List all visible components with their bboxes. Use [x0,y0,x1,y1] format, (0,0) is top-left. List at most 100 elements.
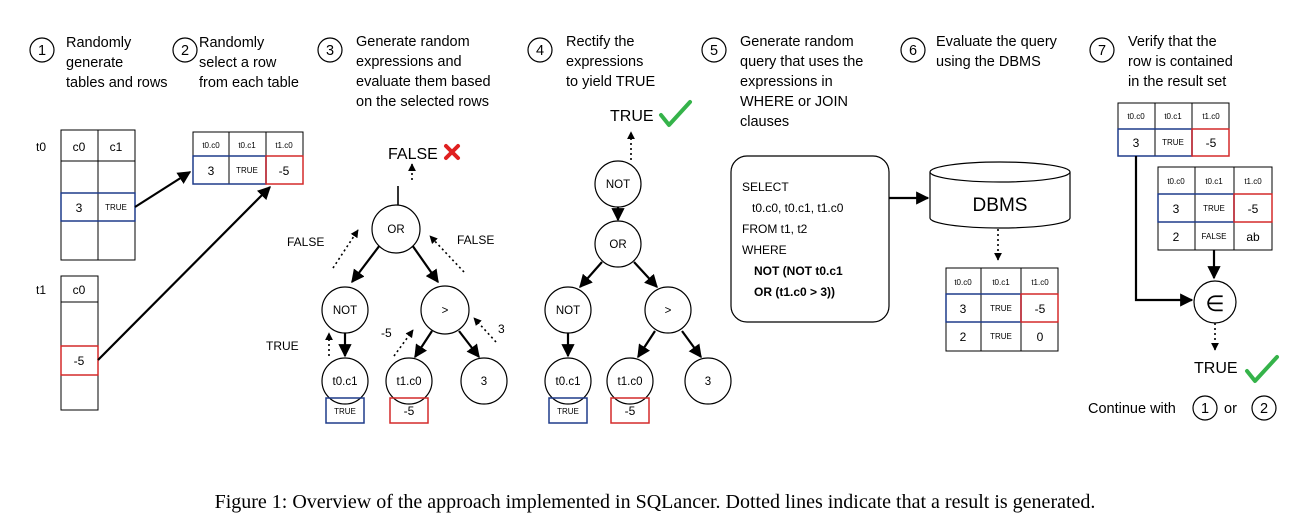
cross-icon [444,144,460,160]
step-5-line-4: WHERE or JOIN [740,94,848,110]
step-1-line-1: Randomly [66,35,132,51]
result-header-2: t1.c0 [1031,278,1049,287]
pivot-header-1: t0.c1 [1164,112,1182,121]
selected-row-table: t0.c0 t0.c1 t1.c0 3 TRUE -5 [192,131,304,185]
verify-row2-c2: ab [1246,230,1260,244]
step-6-line-1: Evaluate the query [936,34,1058,50]
tree4-root-result: TRUE [610,108,654,125]
arrow-t0-to-selected [134,171,192,208]
element-of-symbol: ∈ [1205,291,1224,316]
step-5-number-circle [701,37,727,63]
step-4: 4 Rectify the expressions to yield TRUE [527,34,656,90]
tree4-or-node: OR [609,239,626,251]
pivot-value-2: -5 [1206,136,1217,150]
table-t0: t0 c0 c1 3 TRUE [36,129,136,261]
tree4-gt-node: > [665,305,672,317]
query-condition-1: NOT (NOT t0.c1 [754,264,843,278]
table-t1: t1 c0 -5 [36,275,99,411]
dbms-cylinder: DBMS [929,161,1071,229]
tree3-right-value: 3 [498,322,505,336]
verify-result-label: TRUE [1194,360,1238,377]
element-of-node: ∈ [1193,280,1237,324]
step-3-line-1: Generate random [356,34,470,50]
step-3-number-circle [317,37,343,63]
step-3-line-2: expressions and [356,54,462,70]
tree4-not-top-node: NOT [606,179,630,191]
result-header-0: t0.c0 [954,278,972,287]
query-box: SELECT t0.c0, t0.c1, t1.c0 FROM t1, t2 W… [730,155,890,323]
step-7-number-circle [1089,37,1115,63]
verify-row1-c0: 3 [1173,202,1180,216]
step-2-number: 2 [181,43,189,59]
step-5-number: 5 [710,43,718,59]
step-1-number: 1 [38,43,46,59]
table-t1-cell-c0: -5 [74,354,85,368]
pivot-value-0: 3 [1133,136,1140,150]
pivot-value-1: TRUE [1162,138,1184,147]
tree3-col-t1c0: t1.c0 [397,376,422,388]
tree4-const: 3 [705,376,711,388]
result-row1-c1: TRUE [990,304,1012,313]
table-t0-name: t0 [36,140,46,154]
table-t0-cell-c0: 3 [76,201,83,215]
table-t1-name: t1 [36,283,46,297]
verify-header-2: t1.c0 [1244,177,1262,186]
continue-or-text: or [1224,401,1237,417]
step-4-number-circle [527,37,553,63]
continue-with-text: Continue with [1088,401,1176,417]
tree3-const: 3 [481,376,487,388]
figure-caption: Figure 1: Overview of the approach imple… [215,491,1096,513]
tree3-left-edge-label: FALSE [287,235,324,249]
arrow-t1-to-selected [97,186,271,361]
continue-with: Continue with 1 or 2 [1088,395,1277,421]
tree3-col-t0c1: t0.c1 [333,376,358,388]
step-6-line-2: using the DBMS [936,54,1041,70]
query-columns: t0.c0, t0.c1, t1.c0 [752,201,844,215]
step-3: 3 Generate random expressions and evalua… [317,34,491,110]
checkmark-icon [659,100,692,127]
continue-option-1 [1192,395,1218,421]
verify-header-0: t0.c0 [1167,177,1185,186]
step-5-line-2: query that uses the [740,54,863,70]
step-2: 2 Randomly select a row from each table [172,35,299,91]
verify-row1-c1: TRUE [1203,204,1225,213]
verify-header-1: t0.c1 [1205,177,1223,186]
step-7-line-3: in the result set [1128,74,1226,90]
step-5: 5 Generate random query that uses the ex… [701,34,863,130]
step-7: 7 Verify that the row is contained in th… [1089,34,1233,90]
continue-option-1-label: 1 [1201,401,1209,417]
step-4-line-2: expressions [566,54,643,70]
tree3-box-minus5: -5 [404,404,415,418]
step-6-number: 6 [909,43,917,59]
step-7-line-2: row is contained [1128,54,1233,70]
expression-tree-step3: FALSE FALSE FALSE OR NOT > TRUE -5 3 t0.… [266,144,508,424]
arrow-pivot-to-element-of [1134,156,1194,307]
tree4-box-true: TRUE [557,407,579,416]
result-row2-c2: 0 [1037,330,1044,344]
pivot-header-2: t1.c0 [1202,112,1220,121]
pivot-row-table: t0.c0 t0.c1 t1.c0 3 TRUE -5 [1117,102,1230,157]
tree3-right-edge-label: FALSE [457,233,494,247]
tree3-not-node: NOT [333,305,357,317]
selected-header-0: t0.c0 [202,141,220,150]
pivot-header-0: t0.c0 [1127,112,1145,121]
result-row2-c1: TRUE [990,332,1012,341]
tree3-left-value: -5 [381,326,392,340]
checkmark-icon [1245,355,1279,383]
dbms-label: DBMS [973,195,1028,216]
tree3-gt-node: > [442,305,449,317]
selected-value-2: -5 [279,164,290,178]
step-6-number-circle [900,37,926,63]
step-3-line-3: evaluate them based [356,74,491,90]
step-5-line-1: Generate random [740,34,854,50]
step-4-line-3: to yield TRUE [566,74,656,90]
tree4-col-t0c1: t0.c1 [556,376,581,388]
tree3-or-node: OR [387,224,404,236]
table-t0-header-c1: c1 [110,140,123,154]
tree3-root-result: FALSE [388,146,438,163]
selected-value-1: TRUE [236,166,258,175]
selected-header-2: t1.c0 [275,141,293,150]
query-select: SELECT [742,180,789,194]
selected-value-0: 3 [208,164,215,178]
